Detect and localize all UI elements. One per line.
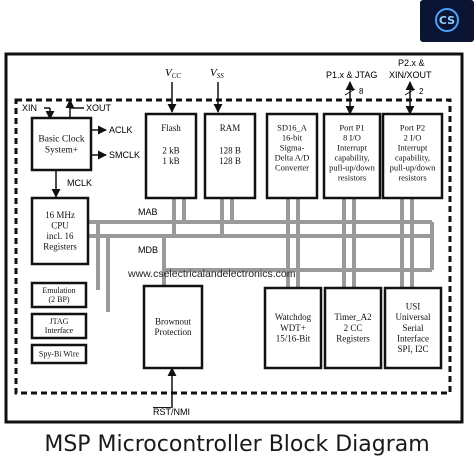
sd16-adc-block-line-3: Delta A/D xyxy=(275,153,310,163)
chip-boundary xyxy=(14,98,452,395)
cpu-block-line-2: incl. 16 xyxy=(47,231,74,241)
port-p1-block-line-3: capability, xyxy=(334,153,369,163)
usi-block-line-0: USI xyxy=(406,302,421,312)
flash-block-line-1: 2 kB xyxy=(162,146,179,156)
jtag-interface-block-line-0: JTAG xyxy=(50,317,69,326)
port-p1-block-line-2: Interrupt xyxy=(337,143,367,153)
flash-block: Flash 2 kB1 kB xyxy=(144,112,198,200)
outer-border xyxy=(4,52,464,424)
basic-clock-block-line-0: Basic Clock xyxy=(38,134,84,144)
ram-block-line-2: 128 B xyxy=(219,156,241,166)
port-p2-block-line-4: pull-up/down xyxy=(390,163,437,173)
rst-label: RST/NMI xyxy=(153,407,190,417)
timer-a2-block-line-2: Registers xyxy=(336,333,370,343)
aclk-label: ACLK xyxy=(109,125,133,135)
cpu-block-line-3: Registers xyxy=(43,242,77,252)
usi-block-line-4: SPI, I2C xyxy=(397,344,428,354)
p2-pin-label-1: P2.x & xyxy=(398,58,425,68)
ram-block-line-0: RAM xyxy=(220,123,241,133)
emulation-block-line-0: Emulation xyxy=(42,286,75,295)
port-p2-block-line-0: Port P2 xyxy=(400,123,425,133)
p1-pin-label: P1.x & JTAG xyxy=(326,70,377,80)
clock-signals: XIN XOUT ACLK SMCLK MCLK MAB MDB xyxy=(22,99,158,255)
port-p1-block-line-4: pull-up/down xyxy=(329,163,376,173)
brownout-protection-block-line-1: Protection xyxy=(155,327,192,337)
xin-label: XIN xyxy=(22,103,37,113)
cpu-block-line-1: CPU xyxy=(51,220,69,230)
port-p2-block-line-5: resistors xyxy=(398,173,426,183)
reset-pin: RST/NMI xyxy=(153,367,190,417)
svg-text:CS: CS xyxy=(439,14,455,27)
sd16-adc-block-line-1: 16-bit xyxy=(282,133,303,143)
basic-clock-block-line-1: System+ xyxy=(45,146,78,156)
mdb-label: MDB xyxy=(138,245,158,255)
emulation-block-line-1: (2 BP) xyxy=(48,295,69,304)
p2-pin-label-2: XIN/XOUT xyxy=(389,70,432,80)
brownout-protection-block-line-0: Brownout xyxy=(155,316,191,326)
port-p1-block-line-5: resistors xyxy=(338,173,366,183)
power-pins: VCC VSS xyxy=(165,67,224,113)
vcc-label: VCC xyxy=(165,67,181,80)
port-p2-block: Port P22 I/OInterruptcapability,pull-up/… xyxy=(381,112,444,200)
sd16-adc-block-line-0: SD16_A xyxy=(277,123,308,133)
usi-block-line-1: Universal xyxy=(396,312,431,322)
bus-lines xyxy=(88,197,434,312)
port-p2-block-line-2: Interrupt xyxy=(398,143,428,153)
timer-a2-block-line-0: Timer_A2 xyxy=(334,312,371,322)
usi-block-line-3: Interface xyxy=(397,333,429,343)
timer-a2-block-line-1: 2 CC xyxy=(344,323,363,333)
smclk-label: SMCLK xyxy=(109,150,140,160)
port-p2-block-line-3: capability, xyxy=(395,153,430,163)
sd16-adc-block-line-4: Converter xyxy=(275,163,309,173)
jtag-interface-block-line-1: Interface xyxy=(45,326,74,335)
ram-block-line-1: 128 B xyxy=(219,146,241,156)
svg-text:2: 2 xyxy=(419,87,424,96)
port-p1-block: Port P18 I/OInterruptcapability,pull-up/… xyxy=(322,112,382,200)
cpu-block-line-0: 16 MHz xyxy=(45,210,75,220)
watchdog-block-line-1: WDT+ xyxy=(280,323,306,333)
svg-text:8: 8 xyxy=(359,87,364,96)
site-logo[interactable]: CS xyxy=(420,0,474,42)
mclk-label: MCLK xyxy=(67,178,92,188)
emulation-block: Emulation(2 BP) xyxy=(30,281,88,309)
spy-bi-wire-block-line-0: Spy-Bi Wire xyxy=(39,349,80,358)
flash-block-line-0: Flash xyxy=(161,123,181,133)
mab-label: MAB xyxy=(138,207,158,217)
watchdog-block-line-2: 15/16-Bit xyxy=(276,333,311,343)
vss-label: VSS xyxy=(210,67,224,80)
xout-label: XOUT xyxy=(86,103,112,113)
watchdog-block-line-0: Watchdog xyxy=(275,312,312,322)
port-labels: P1.x & JTAG 8 P2.x & XIN/XOUT 2 xyxy=(326,58,432,115)
diagram-caption: MSP Microcontroller Block Diagram xyxy=(44,432,430,457)
usi-block-line-2: Serial xyxy=(403,323,424,333)
watermark: www.cselectricalandelectronics.com xyxy=(127,268,296,280)
port-p1-block-line-0: Port P1 xyxy=(339,123,364,133)
spy-bi-wire-block: Spy-Bi Wire xyxy=(30,343,88,365)
cs-logo-icon: CS xyxy=(435,8,459,32)
flash-block-line-2: 1 kB xyxy=(162,156,179,166)
sd16-adc-block-line-2: Sigma- xyxy=(280,143,305,153)
port-p1-block-line-1: 8 I/O xyxy=(343,133,361,143)
port-p2-block-line-1: 2 I/O xyxy=(404,133,422,143)
